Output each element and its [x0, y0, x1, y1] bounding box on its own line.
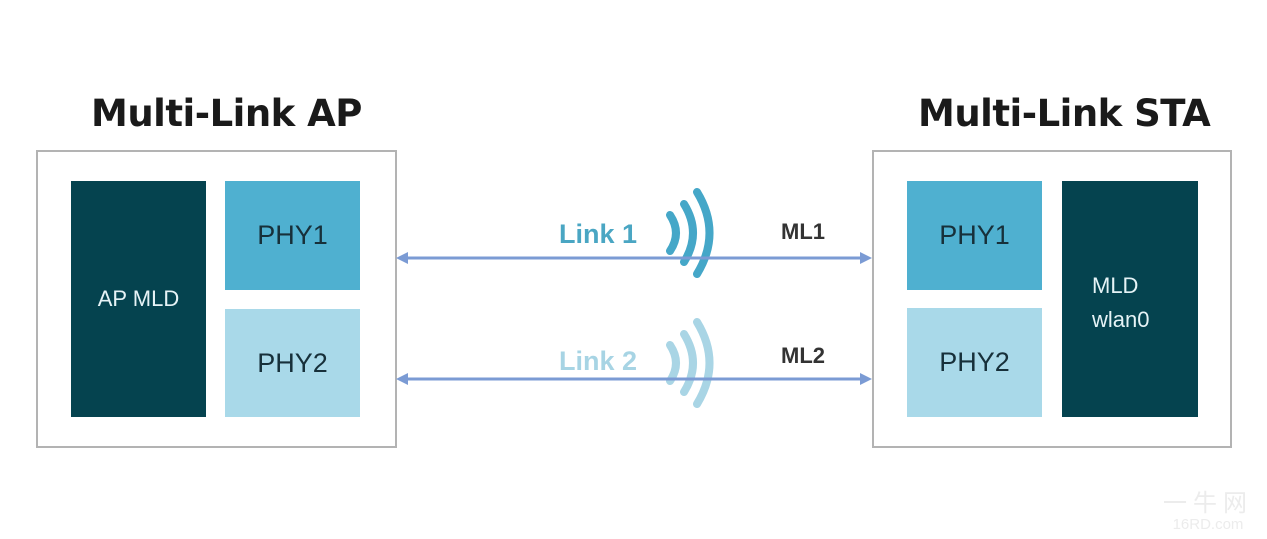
link1-arrow — [396, 252, 872, 264]
ap-mld-block: AP MLD — [71, 181, 206, 417]
link2-arrow — [396, 373, 872, 385]
link2-label: Link 2 — [559, 346, 638, 376]
watermark: 一牛网 16RD.com — [1163, 491, 1253, 533]
sta-phy2-block: PHY2 — [907, 308, 1042, 417]
sta-mld-label-line1: MLD — [1092, 273, 1139, 298]
ap-phy2-block: PHY2 — [225, 309, 360, 417]
sta-phy1-label: PHY1 — [939, 220, 1010, 250]
sta-mld-block: MLD wlan0 — [1062, 181, 1198, 417]
watermark-line1: 一牛网 — [1163, 490, 1253, 517]
sta-phy1-block: PHY1 — [907, 181, 1042, 290]
link1-wifi-icon — [666, 188, 714, 278]
ml1-label: ML1 — [781, 219, 825, 244]
ap-phy1-block: PHY1 — [225, 181, 360, 290]
sta-phy2-label: PHY2 — [939, 347, 1010, 377]
watermark-line2: 16RD.com — [1172, 516, 1244, 533]
link2-wifi-icon — [666, 318, 714, 408]
sta-mld-label-line2: wlan0 — [1092, 307, 1150, 332]
ap-mld-label: AP MLD — [97, 286, 180, 311]
ml2-label: ML2 — [781, 343, 825, 368]
sta-title: Multi-Link STA — [918, 92, 1211, 135]
ap-phy1-label: PHY1 — [257, 220, 328, 250]
ap-phy2-label: PHY2 — [257, 347, 328, 378]
link1-label: Link 1 — [559, 219, 638, 249]
ap-title: Multi-Link AP — [91, 92, 362, 135]
